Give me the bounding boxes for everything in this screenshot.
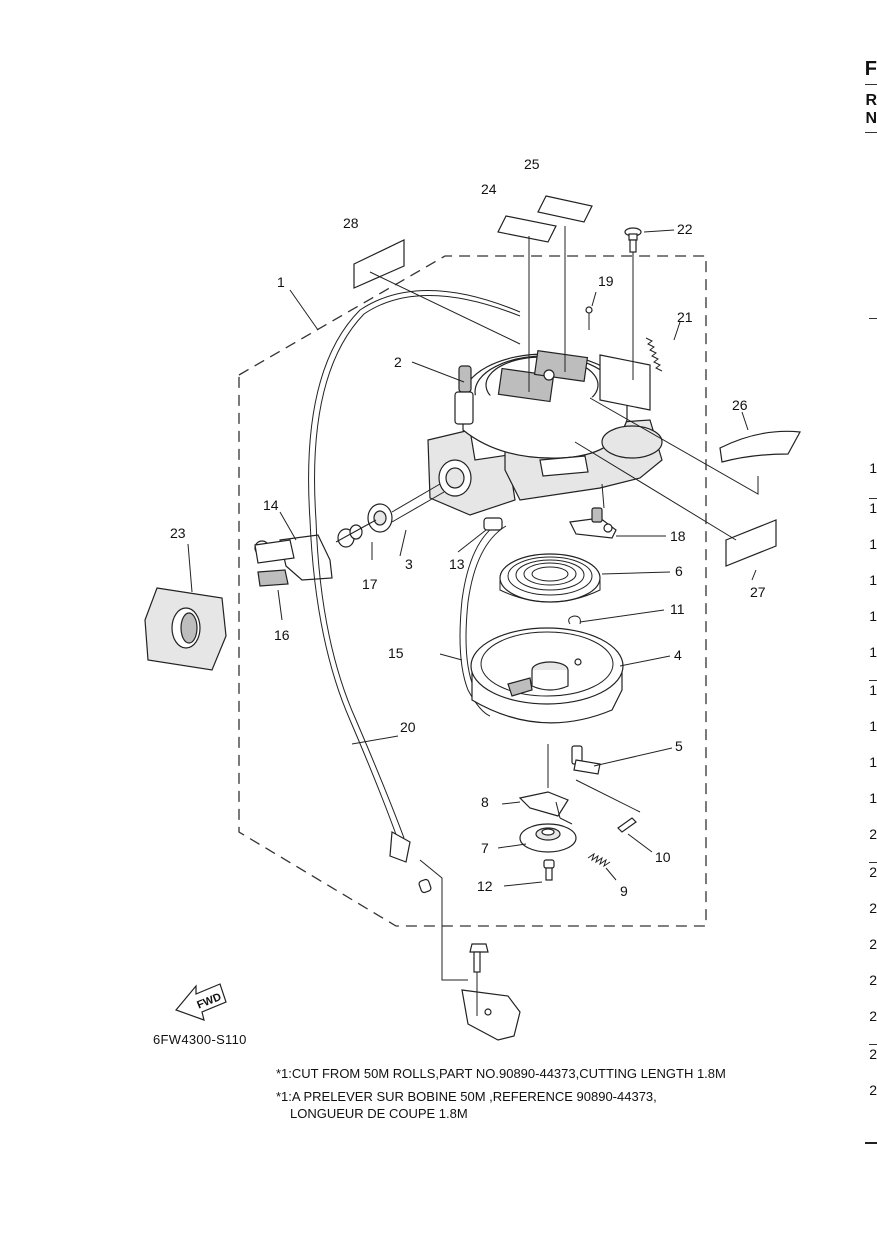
callout-14: 14 [263,497,279,513]
part-25-decal [537,195,593,223]
edge-digit: 2 [869,972,877,988]
callout-23: 23 [170,525,186,541]
edge-divider [869,680,877,681]
edge-digit: 2 [869,1082,877,1098]
edge-digit: 2 [869,900,877,916]
note-english: *1:CUT FROM 50M ROLLS,PART NO.90890-4437… [276,1066,726,1081]
part-7-drive-plate [519,823,577,853]
part-6-spring [499,553,601,603]
callout-24: 24 [481,181,497,197]
part-16-clip [257,569,289,587]
part-3-grommet [367,483,445,533]
part-15-hose [459,521,501,717]
part-23-seal [144,587,227,671]
edge-divider [869,862,877,863]
edge-digit: 1 [869,536,877,552]
part-26-decal [719,430,801,463]
part-10-pin [617,817,637,833]
part-11-clip [568,615,581,625]
callout-11: 11 [670,601,685,617]
callout-8: 8 [481,794,489,810]
part-9-spring [587,852,611,868]
part-21-spring [645,337,663,372]
callout-3: 3 [405,556,413,572]
callout-20: 20 [400,719,416,735]
edge-divider [869,498,877,499]
lower-bracket-assembly [461,943,521,1041]
edge-digit: 1 [869,682,877,698]
callout-6: 6 [675,563,683,579]
callout-4: 4 [674,647,682,663]
edge-divider [865,84,877,85]
callout-7: 7 [481,840,489,856]
edge-letter: R [865,92,877,109]
edge-letter: N [865,110,877,127]
part-13-fitting [483,517,503,531]
part-12-screw [543,859,555,881]
edge-digit: 1 [869,500,877,516]
edge-digit: 1 [869,572,877,588]
callout-27: 27 [750,584,766,600]
note-french: *1:A PRELEVER SUR BOBINE 50M ,REFERENCE … [276,1089,657,1104]
edge-digit: 2 [869,1046,877,1062]
part-20-cable-inner [314,295,521,839]
part-18-lever [569,507,617,539]
assembly-boundary [238,255,707,927]
part-17-fitting [335,519,377,548]
edge-digit: 1 [869,644,877,660]
edge-digit: 1 [869,608,877,624]
part-labels: 1 2 3 4 5 6 7 8 9 10 11 12 13 14 15 16 1… [170,156,766,899]
callout-26: 26 [732,397,748,413]
part-8-plate [518,791,569,817]
edge-digit: 2 [869,864,877,880]
edge-digit: 1 [869,460,877,476]
callout-21: 21 [677,309,693,325]
part-28-decal [353,239,405,289]
callout-10: 10 [655,849,671,865]
edge-divider [869,318,877,319]
part-20-cable-end [389,831,432,894]
callout-17: 17 [362,576,378,592]
drawing-code: 6FW4300-S110 [153,1032,247,1047]
edge-letter: F [864,58,877,80]
edge-divider [865,1142,877,1144]
part-15-hose-inner [465,525,507,689]
part-19-pin [585,306,593,330]
edge-digit: 1 [869,754,877,770]
callout-12: 12 [477,878,493,894]
part-22-bolt [624,227,642,253]
note-french-cont: LONGUEUR DE COUPE 1.8M [290,1106,468,1121]
fwd-arrow-icon: FWD [174,983,227,1021]
callout-9: 9 [620,883,628,899]
part-2-guide [454,365,474,425]
leader-lines [187,226,759,981]
callout-22: 22 [677,221,693,237]
callout-19: 19 [598,273,614,289]
edge-digit: 2 [869,826,877,842]
edge-divider [869,1044,877,1045]
edge-digit: 1 [869,718,877,734]
part-20-cable [308,290,521,841]
part-27-decal [725,519,777,567]
part-5-pawl [571,745,601,775]
edge-digit: 1 [869,790,877,806]
callout-28: 28 [343,215,359,231]
callout-15: 15 [388,645,404,661]
callout-16: 16 [274,627,290,643]
callout-2: 2 [394,354,402,370]
callout-25: 25 [524,156,540,172]
edge-digit: 2 [869,1008,877,1024]
part-1-starter-housing [427,349,663,516]
edge-divider [865,132,877,133]
edge-digit: 2 [869,936,877,952]
callout-5: 5 [675,738,683,754]
part-4-pulley [470,627,624,724]
callout-13: 13 [449,556,465,572]
callout-1: 1 [277,274,285,290]
callout-18: 18 [670,528,686,544]
part-24-decal [497,215,557,243]
